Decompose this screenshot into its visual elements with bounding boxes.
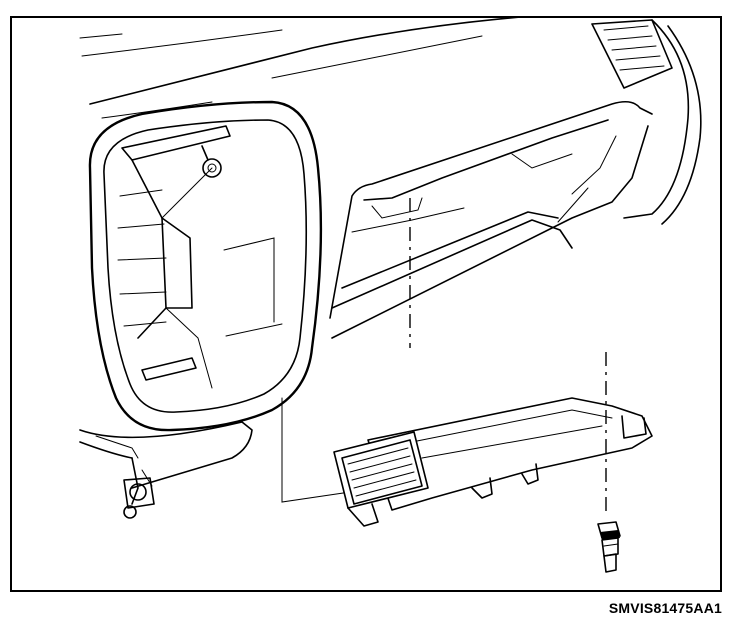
dashboard-top-edge: [79, 18, 519, 119]
clip-fastener: [597, 521, 621, 573]
left-lower-clip: [79, 421, 253, 519]
illustration-frame: [10, 16, 722, 592]
lower-panel-rail: [329, 100, 653, 339]
center-vent: [591, 19, 702, 225]
instrument-panel-diagram: [79, 18, 702, 573]
figure-code-label: SMVIS81475AA1: [608, 600, 722, 616]
meter-opening: [88, 100, 323, 432]
knee-protector-part: [333, 397, 653, 527]
alignment-lines: [223, 198, 607, 516]
